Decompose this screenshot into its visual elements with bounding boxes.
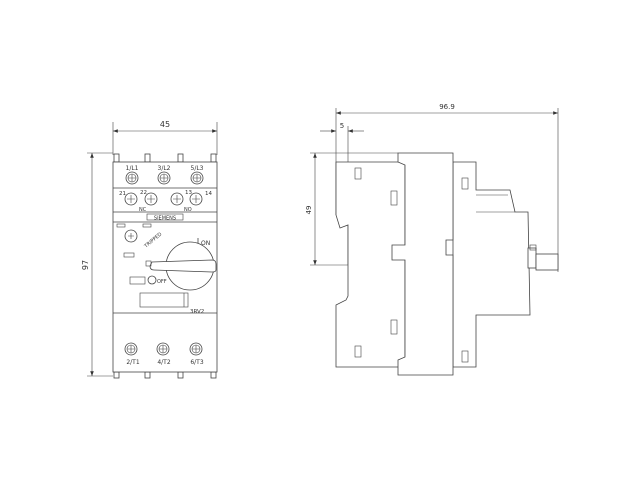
height-dimension: 97 bbox=[81, 152, 113, 377]
depth-label: 96.9 bbox=[439, 103, 455, 111]
terminal-label: 5/L3 bbox=[191, 165, 204, 172]
width-label: 45 bbox=[160, 120, 170, 129]
aux-label: 13 bbox=[185, 190, 192, 196]
width-dimension: 45 bbox=[112, 120, 218, 155]
terminal-3 bbox=[157, 171, 171, 185]
off-label: OFF bbox=[157, 279, 167, 285]
side-outline bbox=[335, 152, 559, 376]
aux-label: 22 bbox=[140, 190, 147, 196]
brand-logo: SIEMENS bbox=[154, 216, 176, 222]
rotary-handle[interactable] bbox=[145, 241, 217, 291]
terminal-label: 3/L2 bbox=[158, 165, 171, 172]
front-view: 45 97 1/L1 3/L2 5/L3 bbox=[81, 120, 218, 379]
aux-label: 14 bbox=[205, 191, 212, 197]
terminal-5 bbox=[190, 171, 204, 185]
terminal-label: 1/L1 bbox=[126, 165, 139, 172]
top-terminals: 1/L1 3/L2 5/L3 bbox=[125, 165, 204, 185]
height-label: 97 bbox=[81, 260, 90, 270]
rail-height-dimension: 49 bbox=[305, 152, 398, 266]
nc-label: NC bbox=[139, 207, 147, 213]
rail-offset-label: 5 bbox=[340, 122, 344, 130]
knob-shaft bbox=[527, 247, 537, 269]
rail-height-label: 49 bbox=[305, 206, 313, 215]
model-label: 3RV2 bbox=[190, 309, 204, 315]
terminal-label: 6/T3 bbox=[190, 359, 204, 366]
knob bbox=[535, 253, 559, 271]
aux-contacts: 21 22 13 14 NC NO bbox=[119, 190, 212, 213]
bottom-terminals: 2/T1 4/T2 6/T3 bbox=[124, 342, 204, 366]
on-label: ON bbox=[201, 240, 210, 247]
test-button[interactable] bbox=[124, 229, 138, 243]
brand-plate bbox=[146, 213, 184, 221]
side-view: 96.9 5 49 bbox=[305, 103, 559, 376]
terminal-label: 2/T1 bbox=[126, 359, 140, 366]
label-window bbox=[139, 292, 189, 308]
no-label: NO bbox=[184, 207, 192, 213]
terminal-1 bbox=[125, 171, 139, 185]
off-indicator bbox=[147, 275, 157, 285]
terminal-label: 4/T2 bbox=[157, 359, 171, 366]
aux-label: 21 bbox=[119, 191, 126, 197]
